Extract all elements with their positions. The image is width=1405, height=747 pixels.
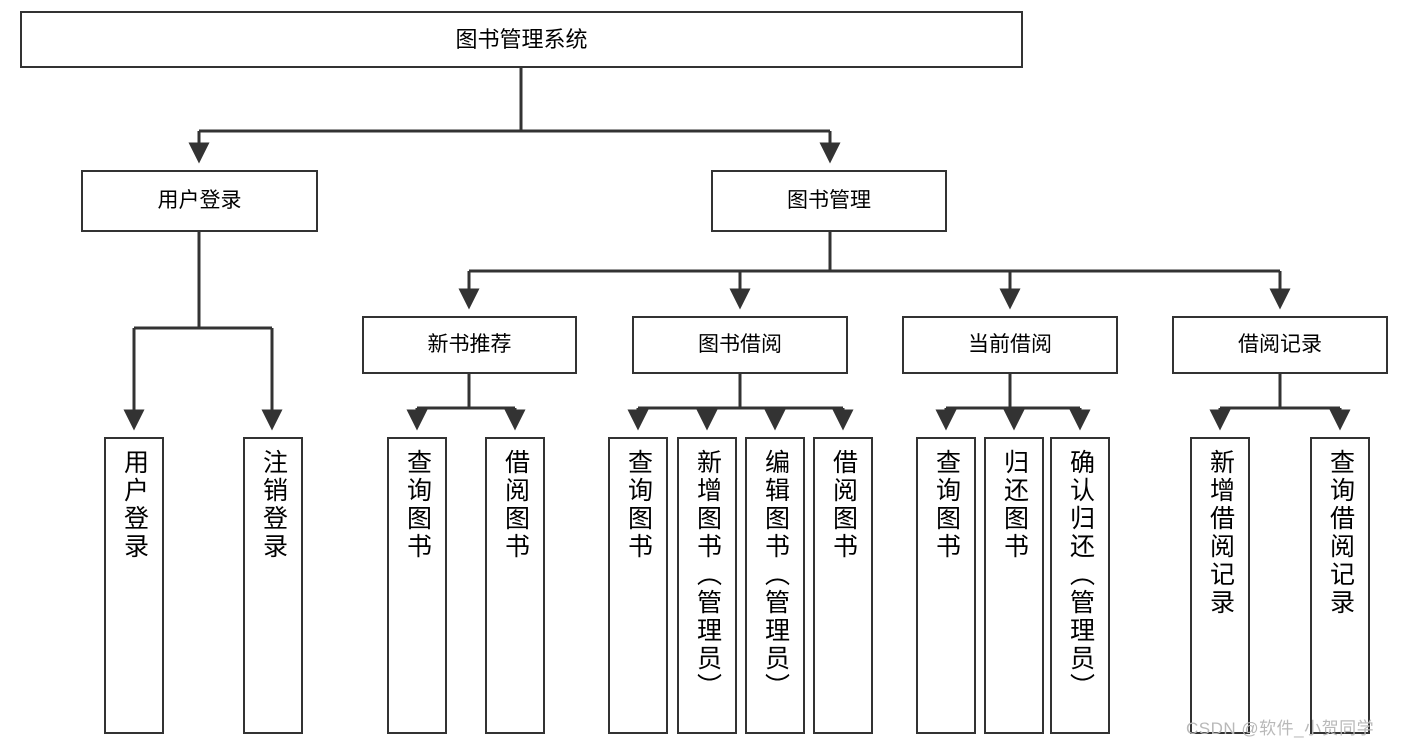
node-leaf-query-book-3[interactable]: 查询图书 [916, 437, 976, 734]
node-current-borrow-label: 当前借阅 [968, 332, 1052, 356]
node-leaf-return-book[interactable]: 归还图书 [984, 437, 1044, 734]
node-user-login-label: 用户登录 [157, 188, 242, 212]
node-leaf-borrow-book-2[interactable]: 借阅图书 [813, 437, 873, 734]
node-book-borrow-label: 图书借阅 [698, 332, 782, 356]
node-leaf-query-borrow-record[interactable]: 查询借阅记录 [1310, 437, 1370, 734]
node-leaf-return-book-label: 归还图书 [1000, 449, 1029, 561]
node-leaf-borrow-book-1[interactable]: 借阅图书 [485, 437, 545, 734]
node-leaf-confirm-return-admin-label: 确认归还（管理员） [1066, 449, 1095, 701]
csdn-watermark: CSDN @软件_小贺同学 [1186, 719, 1375, 738]
node-leaf-add-book-admin-label: 新增图书（管理员） [693, 449, 722, 701]
node-leaf-edit-book-admin[interactable]: 编辑图书（管理员） [745, 437, 805, 734]
node-book-borrow[interactable]: 图书借阅 [632, 316, 848, 374]
node-root-label: 图书管理系统 [455, 26, 588, 52]
node-leaf-query-book-3-label: 查询图书 [932, 449, 961, 561]
node-book-manage-label: 图书管理 [787, 188, 871, 212]
node-book-manage[interactable]: 图书管理 [711, 170, 947, 232]
node-leaf-query-book-1[interactable]: 查询图书 [387, 437, 447, 734]
node-leaf-confirm-return-admin[interactable]: 确认归还（管理员） [1050, 437, 1110, 734]
node-leaf-user-login-label: 用户登录 [120, 449, 149, 561]
node-leaf-edit-book-admin-label: 编辑图书（管理员） [761, 449, 790, 701]
node-leaf-add-borrow-record[interactable]: 新增借阅记录 [1190, 437, 1250, 734]
node-root[interactable]: 图书管理系统 [20, 11, 1023, 68]
node-leaf-query-book-2[interactable]: 查询图书 [608, 437, 668, 734]
node-new-book-recommend-label: 新书推荐 [427, 332, 512, 356]
node-leaf-user-login[interactable]: 用户登录 [104, 437, 164, 734]
node-leaf-query-book-2-label: 查询图书 [624, 449, 653, 561]
node-leaf-user-logout[interactable]: 注销登录 [243, 437, 303, 734]
node-leaf-add-borrow-record-label: 新增借阅记录 [1206, 449, 1235, 617]
node-leaf-user-logout-label: 注销登录 [259, 449, 288, 561]
node-leaf-borrow-book-1-label: 借阅图书 [501, 449, 530, 561]
node-borrow-record-label: 借阅记录 [1238, 332, 1322, 356]
node-user-login[interactable]: 用户登录 [81, 170, 318, 232]
node-leaf-add-book-admin[interactable]: 新增图书（管理员） [677, 437, 737, 734]
node-new-book-recommend[interactable]: 新书推荐 [362, 316, 577, 374]
node-current-borrow[interactable]: 当前借阅 [902, 316, 1118, 374]
node-leaf-query-book-1-label: 查询图书 [403, 449, 432, 561]
node-borrow-record[interactable]: 借阅记录 [1172, 316, 1388, 374]
node-leaf-borrow-book-2-label: 借阅图书 [829, 449, 858, 561]
node-leaf-query-borrow-record-label: 查询借阅记录 [1326, 449, 1355, 617]
